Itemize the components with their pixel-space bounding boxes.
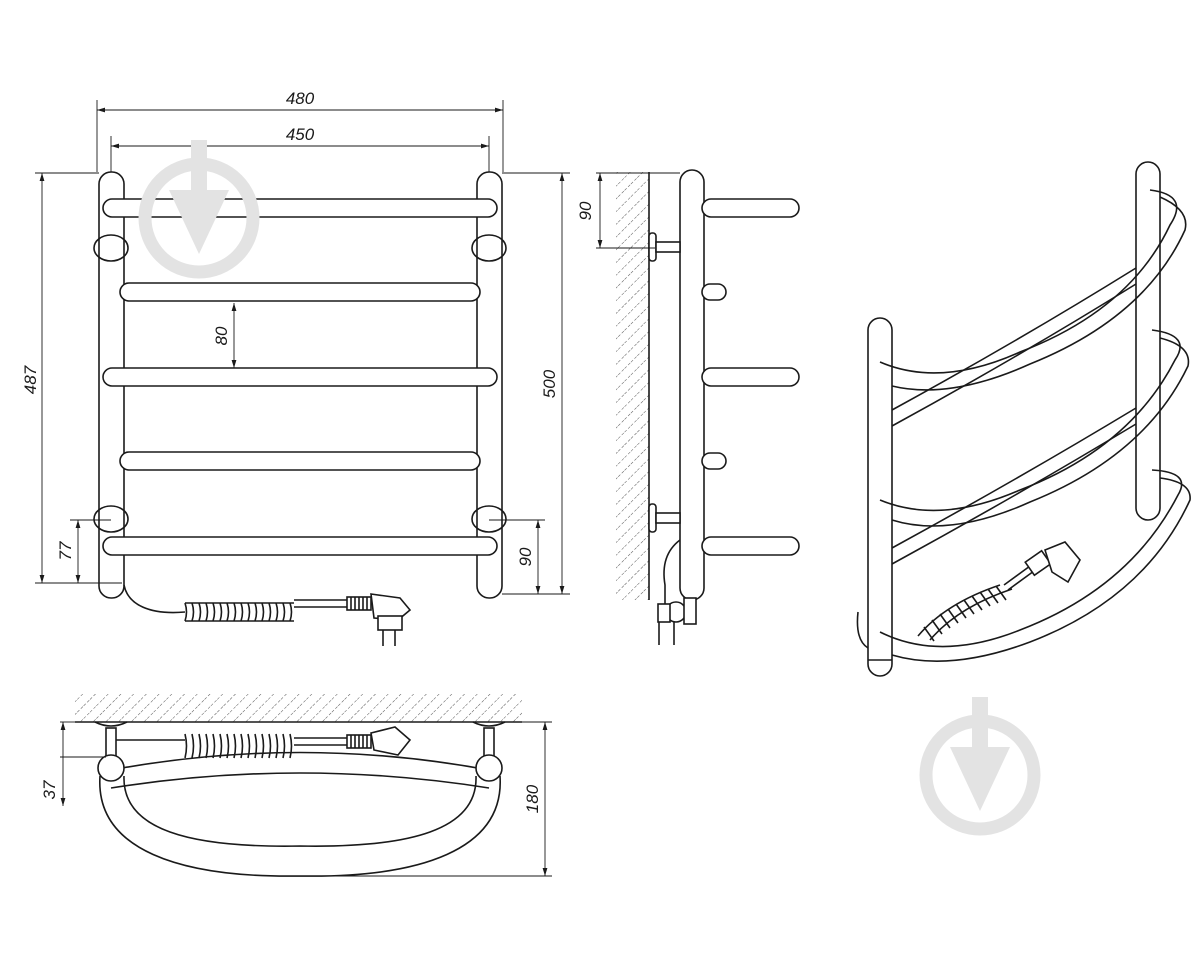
top-outer-curve	[99, 775, 501, 877]
side-view: 90	[576, 169, 800, 645]
persp-cable-coil	[917, 541, 1081, 642]
persp-back-post	[1135, 161, 1161, 521]
top-view: 37 180	[40, 694, 552, 877]
mount-disc-bottom-left	[93, 505, 129, 533]
rung-2	[119, 282, 481, 302]
dim-overall-width: 480	[286, 89, 315, 108]
dim-wall-distance: 37	[40, 780, 59, 799]
front-dimensions: 480 450 487 77 80 500 90	[21, 89, 570, 595]
rung-4	[119, 451, 481, 471]
dim-rung-spacing: 80	[212, 326, 231, 345]
dim-overall-height-right: 500	[540, 369, 559, 398]
persp-rungs	[879, 189, 1191, 662]
dim-depth: 180	[523, 784, 542, 813]
shield-arrow-down-icon	[138, 140, 260, 279]
dim-post-spacing: 450	[286, 125, 315, 144]
wall-section	[616, 172, 649, 600]
mount-disc-top-left	[93, 234, 129, 262]
dim-overall-height-left: 487	[21, 365, 40, 394]
top-cable-coil	[116, 726, 412, 759]
side-rungs	[701, 198, 800, 556]
power-cable	[123, 584, 186, 614]
dim-top-mount: 90	[576, 201, 595, 220]
side-brackets	[648, 232, 681, 533]
perspective-view	[856, 161, 1191, 677]
dim-bottom-mount-left: 77	[56, 541, 75, 560]
rung-3	[102, 367, 498, 387]
shield-arrow-down-icon	[919, 697, 1041, 836]
rung-1	[102, 198, 498, 218]
mount-disc-top-right	[471, 234, 507, 262]
dim-bottom-mount-right: 90	[516, 547, 535, 566]
cable-coil	[184, 602, 294, 622]
euro-plug-icon	[346, 593, 412, 646]
persp-front-post	[867, 317, 893, 677]
top-wall-section	[75, 694, 522, 722]
side-plug-icon	[657, 597, 697, 645]
side-post	[679, 169, 705, 601]
rung-5	[102, 536, 498, 556]
persp-plug-icon	[1024, 541, 1081, 584]
mount-disc-bottom-right	[471, 505, 507, 533]
side-cable	[663, 539, 681, 605]
